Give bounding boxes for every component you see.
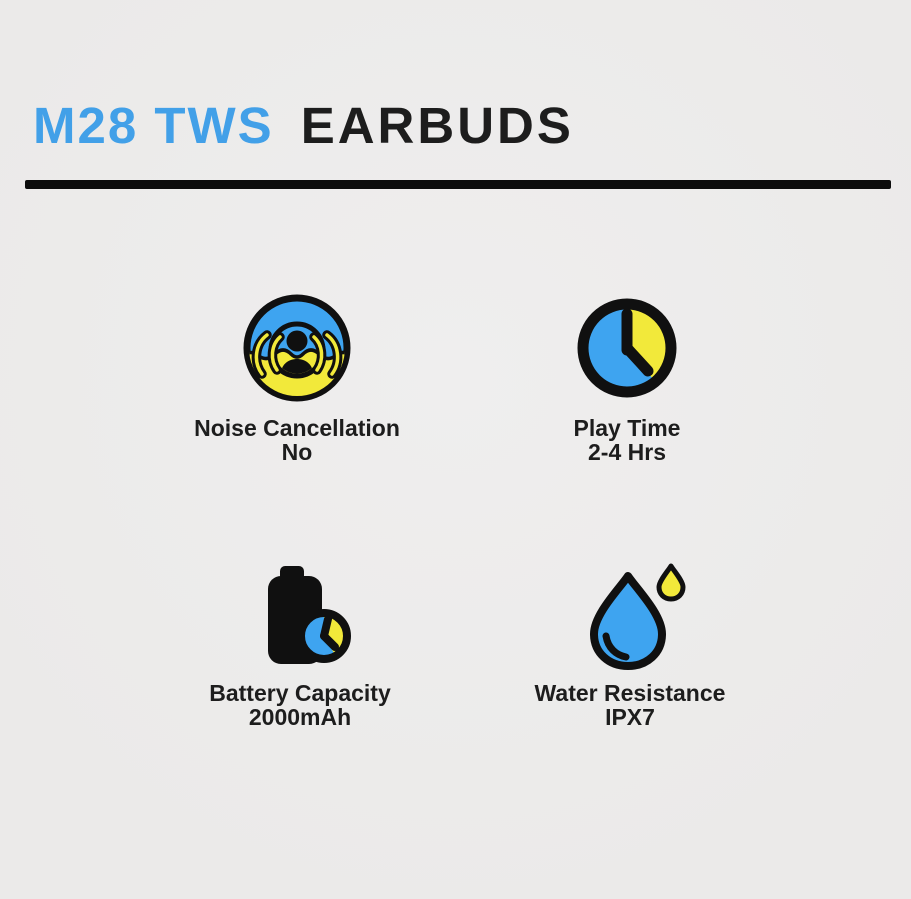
title-underline	[25, 180, 891, 189]
product-model: M28 TWS	[33, 97, 274, 154]
play-time-clock-icon	[577, 298, 677, 398]
battery-clock-icon	[268, 566, 351, 664]
feature-label: Battery Capacity	[209, 680, 391, 706]
noise-cancellation-icon	[243, 294, 351, 402]
feature-battery-capacity: Battery Capacity 2000mAh	[140, 556, 460, 729]
feature-value: 2-4 Hrs	[588, 439, 666, 465]
page-title: M28 TWS EARBUDS	[33, 100, 574, 151]
feature-value: 2000mAh	[248, 704, 352, 730]
feature-value: No	[281, 439, 313, 465]
product-type: EARBUDS	[300, 97, 574, 154]
water-drop-icon	[590, 563, 686, 670]
feature-play-time: Play Time 2-4 Hrs	[467, 288, 787, 464]
feature-value: IPX7	[605, 704, 655, 730]
feature-noise-cancellation: Noise Cancellation No	[137, 288, 457, 464]
feature-water-resistance: Water Resistance IPX7	[470, 556, 790, 729]
feature-label: Water Resistance	[534, 680, 726, 706]
feature-label: Noise Cancellation	[194, 415, 400, 441]
feature-label: Play Time	[573, 415, 681, 441]
